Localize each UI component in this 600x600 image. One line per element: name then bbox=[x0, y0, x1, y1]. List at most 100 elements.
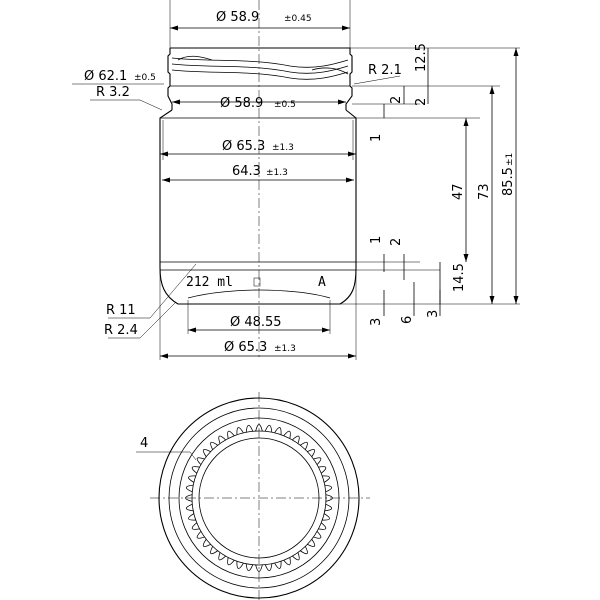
body-width-tol: ±1.3 bbox=[266, 168, 288, 178]
arrow bbox=[162, 177, 170, 183]
finish-outer-circle bbox=[168, 407, 350, 589]
body-width-label: 64.3 bbox=[232, 164, 261, 179]
thread-ridge bbox=[255, 564, 263, 572]
capacity-marker bbox=[253, 277, 261, 287]
thread-ridge bbox=[210, 441, 218, 450]
base-push-up bbox=[187, 289, 331, 299]
thread-ridge bbox=[196, 531, 205, 539]
thread-ridge bbox=[264, 563, 273, 572]
outer-thread-tol-label: ±0.5 bbox=[134, 73, 156, 83]
thread-ridge bbox=[191, 522, 200, 530]
h-step-low-2-label: 2 bbox=[389, 238, 404, 246]
arrow bbox=[346, 177, 354, 183]
arrow bbox=[342, 25, 350, 31]
thread-line-4 bbox=[177, 55, 213, 61]
r-base-label: R 11 bbox=[106, 303, 136, 318]
h-neck-label: 2 bbox=[389, 96, 404, 104]
thread-ridge bbox=[210, 546, 218, 555]
arrow bbox=[513, 296, 519, 304]
thread-circle-inner bbox=[191, 430, 327, 566]
body-dia-upper-tol: ±1.3 bbox=[272, 143, 294, 153]
h-total-label: 85.5 bbox=[501, 167, 516, 196]
arrow bbox=[513, 48, 519, 56]
body-dia-lower-tol: ±1.3 bbox=[274, 344, 296, 354]
thread-circle-outer bbox=[178, 417, 340, 579]
thread-ridge bbox=[322, 513, 330, 521]
thread-ticks bbox=[185, 424, 333, 572]
finish-outline-left bbox=[167, 48, 173, 110]
body-dia-upper-label: Ø 65.3 bbox=[222, 139, 265, 154]
thread-ridge bbox=[274, 561, 282, 569]
thread-ridge bbox=[318, 522, 327, 530]
leader-rim-tip bbox=[189, 451, 197, 461]
thread-ridge bbox=[322, 475, 330, 483]
thread-ridge bbox=[188, 475, 196, 483]
top-thread-tol-label: ±0.45 bbox=[284, 14, 312, 24]
arrow bbox=[322, 327, 330, 333]
h-body-label: 73 bbox=[477, 183, 492, 200]
top-view: 4 bbox=[136, 392, 370, 600]
side-view: Ø 58.9 ±0.45 Ø 62.1 ±0.5 R 3.2 Ø 58.9 ±0… bbox=[72, 0, 520, 360]
body-dia-lower-label: Ø 65.3 bbox=[224, 340, 267, 355]
thread-ridge bbox=[255, 424, 263, 432]
thread-ridge bbox=[191, 466, 200, 474]
arrow bbox=[172, 99, 180, 105]
base-dia-label: Ø 48.55 bbox=[230, 315, 282, 330]
h-base-3a-label: 3 bbox=[369, 318, 384, 326]
h-neck-b-label: 2 bbox=[414, 98, 429, 106]
thread-ridge bbox=[324, 503, 333, 512]
arrow bbox=[188, 327, 196, 333]
neck-dia-label: Ø 58.9 bbox=[220, 96, 263, 111]
thread-ridge bbox=[313, 457, 322, 465]
arrow bbox=[489, 86, 495, 94]
h-step-top-label: 1 bbox=[369, 134, 384, 142]
mouth-circle bbox=[198, 437, 320, 559]
thread-ridge bbox=[292, 435, 300, 444]
arrow bbox=[338, 99, 346, 105]
h-base-6-label: 6 bbox=[400, 316, 415, 324]
outer-thread-dia-label: Ø 62.1 bbox=[84, 69, 127, 84]
h-label-label: 47 bbox=[451, 183, 466, 200]
thread-ridge bbox=[300, 441, 308, 450]
arrow bbox=[160, 151, 168, 157]
thread-ridge bbox=[274, 427, 282, 435]
arrow bbox=[489, 296, 495, 304]
thread-ridge bbox=[325, 494, 333, 502]
mark-label: A bbox=[318, 275, 326, 290]
top-thread-dia-label: Ø 58.9 bbox=[216, 10, 259, 25]
r-base-small-label: R 2.4 bbox=[104, 323, 138, 338]
thread-ridge bbox=[202, 449, 211, 457]
thread-ridge bbox=[307, 449, 316, 457]
leader-r-base-tip bbox=[149, 263, 197, 319]
h-total-tol: ±1 bbox=[505, 153, 515, 166]
thread-ridge bbox=[196, 457, 205, 465]
thread-ridge bbox=[218, 435, 226, 444]
thread-ridge bbox=[283, 430, 291, 439]
thread-ridge bbox=[236, 561, 244, 569]
thread-ridge bbox=[245, 563, 254, 572]
arrow bbox=[463, 254, 469, 262]
leader-r-top bbox=[353, 75, 401, 85]
thread-ridge bbox=[264, 424, 273, 433]
thread-ridge bbox=[188, 513, 196, 521]
thread-ridge bbox=[300, 546, 308, 555]
thread-line-3 bbox=[171, 69, 349, 80]
thread-ridge bbox=[313, 531, 322, 539]
leader-r-shoulder-tip bbox=[139, 99, 163, 111]
thread-ridge bbox=[236, 427, 244, 435]
thread-ridge bbox=[227, 557, 235, 566]
thread-ridge bbox=[307, 539, 316, 547]
r-shoulder-label: R 3.2 bbox=[96, 85, 130, 100]
outer-body-circle bbox=[158, 397, 360, 599]
thread-ridge bbox=[202, 539, 211, 547]
thread-ridge bbox=[318, 466, 327, 474]
thread-ridge bbox=[324, 484, 333, 493]
rim-width-label: 4 bbox=[140, 436, 148, 451]
thread-line-1 bbox=[171, 57, 349, 68]
arrow bbox=[170, 25, 178, 31]
arrow bbox=[160, 353, 168, 359]
thread-line-5 bbox=[311, 67, 349, 75]
capacity-label: 212 ml bbox=[186, 275, 233, 290]
neck-tol-label: ±0.5 bbox=[274, 100, 296, 110]
